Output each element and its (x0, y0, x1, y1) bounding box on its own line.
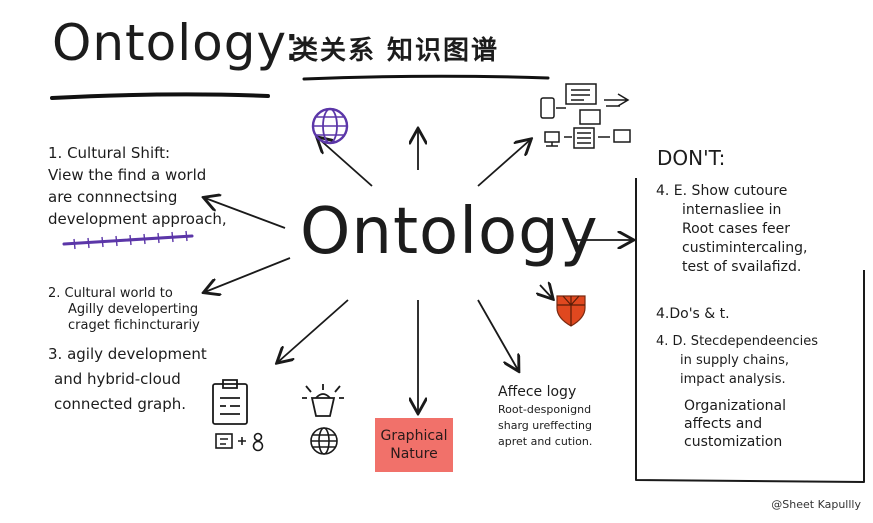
author-credit: @Sheet Kapullly (771, 498, 861, 511)
left-item-3: 3. agily development and hybrid-cloud co… (48, 342, 207, 417)
dont-item-line: 4.Do's & t. (656, 306, 730, 322)
arrow-down-left (278, 299, 349, 362)
title-underline (50, 92, 270, 100)
arrow-left-lower (205, 257, 291, 292)
person-icon (215, 432, 264, 452)
dont-item-line: internasliee in (682, 202, 782, 218)
page-title: Ontology: (52, 14, 302, 72)
dont-item-line: Root cases feer (682, 221, 791, 237)
workflow-icon (540, 83, 631, 149)
dont-item-line: test of svailafizd. (682, 259, 802, 275)
affece-logy-line: sharg ureffecting (498, 419, 592, 432)
dont-item-line: customization (684, 434, 783, 450)
dont-item-line: in supply chains, (680, 353, 790, 368)
page-subtitle: 类关系 知识图谱 (292, 36, 500, 66)
arrow-up-left (318, 138, 373, 187)
left-item-1-line: are connnectsing (48, 188, 178, 206)
globe-icon (311, 107, 349, 145)
left-item-1-line: development approach, (48, 210, 227, 228)
donts-heading: DON'T: (657, 146, 726, 170)
affece-logy-line: apret and cution. (498, 435, 593, 448)
dont-item-line: Organizational (684, 398, 786, 414)
left-item-3-line: 3. agily development (48, 345, 207, 363)
left-item-2-line: Agilly developerting (68, 302, 199, 317)
dont-item-2: 4.Do's & t. (656, 303, 730, 325)
arrow-up-right (477, 140, 530, 187)
dont-item-4: Organizational affects and customization (684, 397, 786, 451)
shield-icon (556, 295, 586, 327)
hatched-underline (62, 230, 194, 250)
dont-item-3: 4. D. Stecdependeencies in supply chains… (656, 332, 818, 389)
left-item-2: 2. Cultural world to Agilly developertin… (48, 286, 200, 334)
affece-logy-title: Affece logy (498, 384, 577, 400)
affece-logy-block: Affece logy Root-desponignd sharg ureffe… (498, 382, 592, 450)
affece-logy-line: Root-desponignd (498, 403, 592, 416)
arrow-down-right (477, 299, 518, 370)
left-item-3-line: and hybrid-cloud (54, 370, 181, 388)
left-item-2-line: craget fichincturariy (68, 318, 200, 333)
dont-item-line: custimintercaling, (682, 240, 808, 256)
subtitle-underline (302, 74, 550, 81)
left-item-3-line: connected graph. (54, 395, 186, 413)
dont-item-line: impact analysis. (680, 372, 786, 387)
checklist-icon (212, 379, 248, 425)
central-node: Ontology (300, 195, 599, 269)
dont-item-line: 4. D. Stecdependeencies (656, 334, 819, 349)
arrow-left-upper (205, 198, 286, 229)
dont-bracket (635, 178, 865, 483)
left-item-2-line: 2. Cultural world to (48, 286, 173, 301)
left-item-1-line: View the find a world (48, 166, 207, 184)
left-item-1-line: 1. Cultural Shift: (48, 144, 171, 162)
arrow-down-right-short (540, 285, 552, 298)
dont-item-line: 4. E. Show cutoure (656, 183, 788, 199)
graphical-nature-box: Graphical Nature (375, 418, 453, 472)
globe-icon-bottom (310, 427, 338, 455)
dont-item-1: 4. E. Show cutoure internasliee in Root … (656, 182, 807, 277)
dont-item-line: affects and (684, 416, 763, 432)
left-item-1: 1. Cultural Shift: View the find a world… (48, 142, 227, 230)
graphical-nature-label: Graphical Nature (380, 428, 448, 462)
bucket-icon (302, 384, 344, 417)
